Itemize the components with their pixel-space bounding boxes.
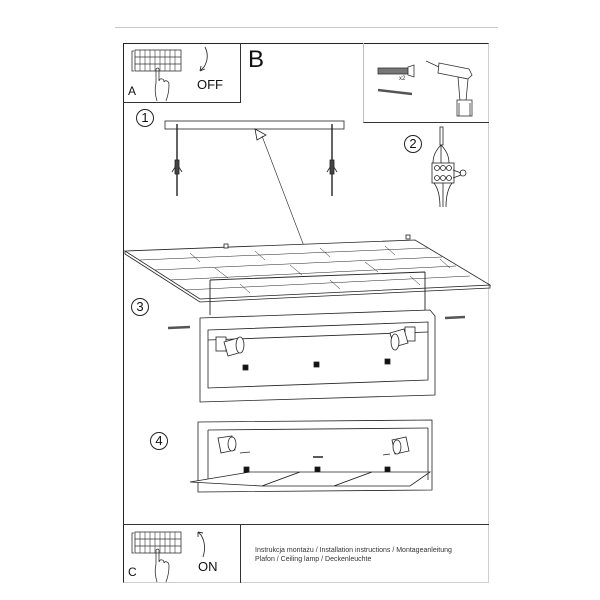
quantity-label: x2 (399, 76, 406, 82)
panel-c-letter: C (128, 565, 137, 579)
wall-plug-icon (377, 64, 415, 78)
drill-icon (425, 60, 473, 117)
instruction-frame (123, 43, 489, 583)
panel-a-power-off: A OFF (123, 43, 241, 103)
screw-icon (377, 88, 413, 96)
footer-title-block (241, 524, 489, 583)
right-spotlight-icon (382, 436, 410, 456)
step-1-number: 1 (136, 109, 154, 127)
panel-b-letter: B (248, 46, 265, 73)
switch-on-label: ON (198, 559, 218, 574)
right-spotlight-icon (389, 326, 416, 351)
right-side-screw-icon (444, 315, 466, 320)
top-rule (115, 27, 498, 28)
switch-off-label: OFF (197, 77, 223, 92)
diffuser-panels (189, 471, 432, 487)
left-spotlight-icon (217, 435, 251, 454)
left-screw-anchor (171, 124, 183, 196)
step-2-number: 2 (404, 135, 422, 153)
panel-a-letter: A (128, 84, 137, 98)
left-side-screw-icon (167, 325, 191, 330)
right-screw-anchor (326, 124, 338, 196)
step-4-finished-lamp (189, 419, 433, 493)
fuse-box-hand-icon (131, 531, 206, 583)
panel-c-power-on: C ON (123, 524, 241, 583)
step-4-number: 4 (150, 432, 168, 450)
step-3-lamp-body (167, 309, 466, 403)
required-tools-panel: x2 (363, 43, 489, 123)
step-1-mounting-bracket (164, 120, 345, 276)
fuse-box-hand-icon (131, 46, 208, 102)
step-3-ceiling-surface (123, 234, 492, 315)
footer-product-type: Plafon / Ceiling lamp / Deckenleuchte (255, 556, 372, 563)
tools-illustration (377, 60, 473, 117)
step-2-terminal-block (431, 126, 467, 208)
step-3-number: 3 (131, 298, 149, 316)
footer-instructions-title: Instrukcja montażu / Installation instru… (255, 547, 452, 554)
left-spotlight-icon (215, 336, 245, 357)
